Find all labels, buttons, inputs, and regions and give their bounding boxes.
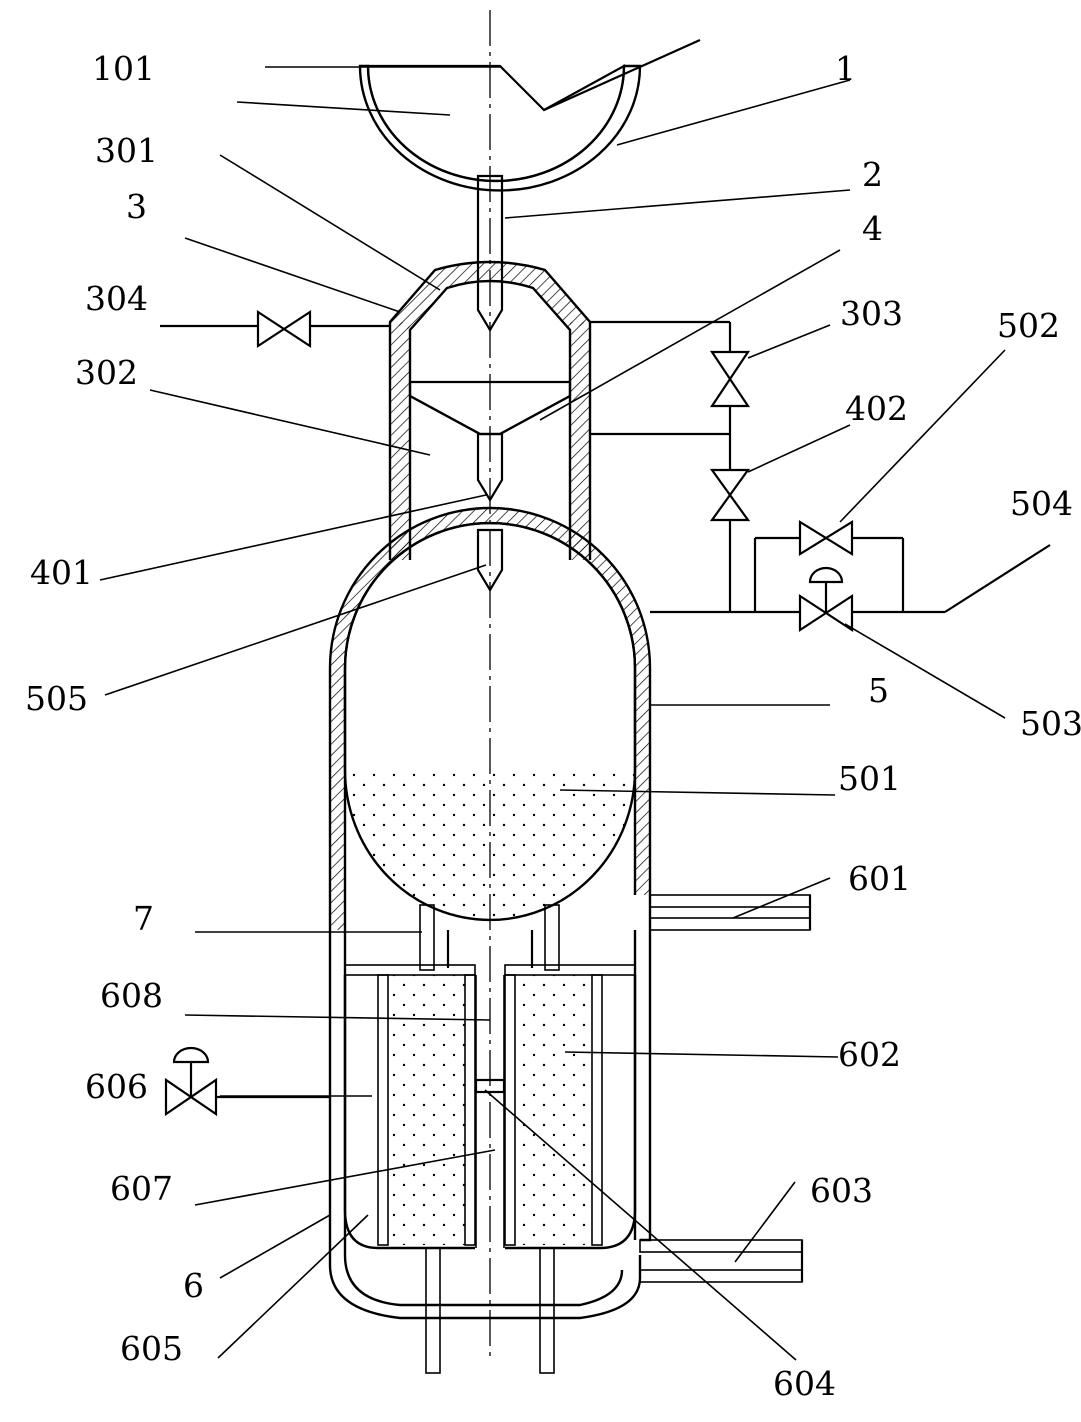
- label-607: 607: [110, 1169, 173, 1208]
- nozzle-2: [476, 174, 504, 333]
- label-603: 603: [810, 1171, 873, 1210]
- leader-lines: [99, 66, 1006, 1361]
- label-303: 303: [840, 294, 903, 333]
- label-6: 6: [183, 1266, 204, 1305]
- chamber-6: [328, 895, 652, 1374]
- label-606: 606: [85, 1067, 148, 1106]
- label-304: 304: [85, 279, 148, 318]
- label-302: 302: [75, 353, 138, 392]
- valve-304: [160, 309, 390, 349]
- valve-606: [164, 1046, 330, 1117]
- label-3: 3: [126, 187, 147, 226]
- pipe-601: [649, 894, 812, 931]
- reference-labels: 101 1 301 2 3 4 304 303 502 302 402 504 …: [25, 49, 1081, 1403]
- ladle-1: [358, 38, 701, 192]
- label-101: 101: [92, 49, 155, 88]
- label-608: 608: [100, 976, 163, 1015]
- vessel-5: [328, 506, 652, 930]
- label-402: 402: [845, 389, 908, 428]
- label-501: 501: [838, 759, 901, 798]
- label-604: 604: [773, 1364, 836, 1403]
- valve-502-503: [650, 520, 1051, 633]
- valve-303-line: [590, 320, 751, 612]
- label-605: 605: [120, 1329, 183, 1368]
- label-503: 503: [1020, 704, 1081, 743]
- label-5: 5: [868, 671, 889, 710]
- label-1: 1: [835, 49, 856, 88]
- label-602: 602: [838, 1035, 901, 1074]
- chamber-3: [388, 260, 592, 560]
- label-601: 601: [848, 859, 911, 898]
- label-4: 4: [862, 209, 883, 248]
- label-7: 7: [133, 899, 154, 938]
- tundish-4: [408, 380, 572, 503]
- label-502: 502: [997, 306, 1060, 345]
- label-401: 401: [30, 553, 93, 592]
- pipe-7: [419, 904, 560, 971]
- pipe-603: [639, 1239, 804, 1283]
- label-505: 505: [25, 679, 88, 718]
- label-301: 301: [95, 131, 158, 170]
- label-2: 2: [862, 155, 883, 194]
- label-504: 504: [1010, 484, 1073, 523]
